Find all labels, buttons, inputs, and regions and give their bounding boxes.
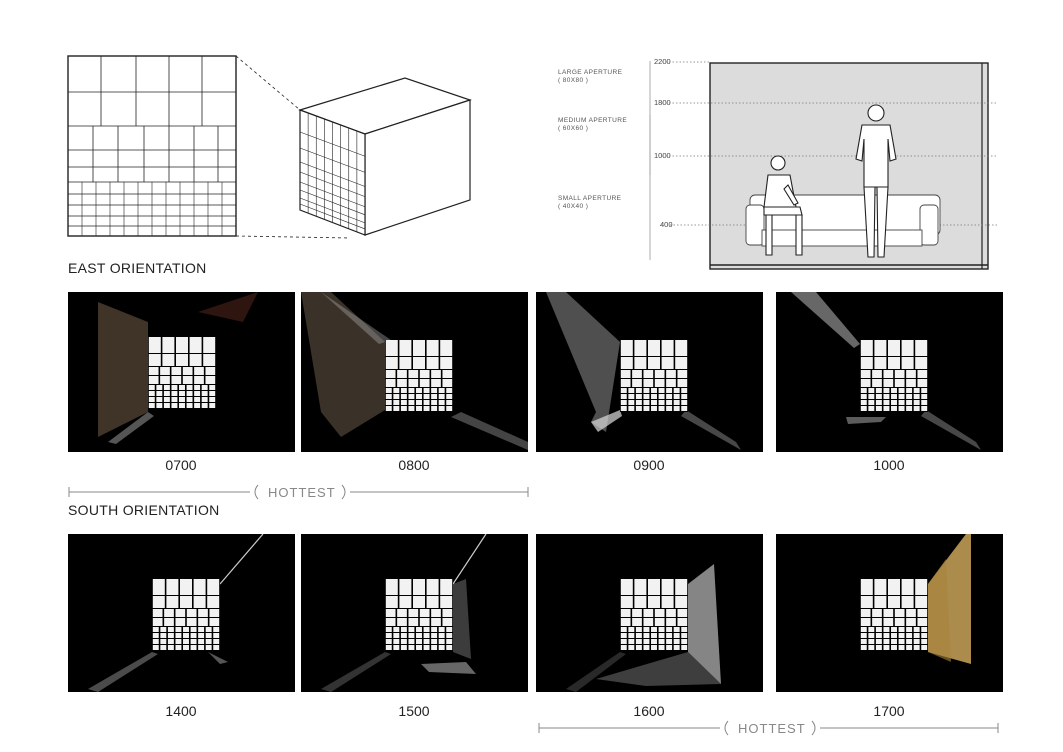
render-east-0800 [301, 292, 528, 452]
south-hottest-range [538, 720, 999, 736]
dimension-2200: 2200 [654, 57, 671, 66]
time-label-east-3: 0900 [633, 457, 665, 473]
south-orientation-title: SOUTH ORIENTATION [68, 502, 220, 518]
standing-person-figure [855, 104, 897, 258]
dimension-1000: 1000 [654, 151, 671, 160]
dimension-1800: 1800 [654, 98, 671, 107]
aperture-section-diagram: LARGE APERTURE( 80X80 ) MEDIUM APERTURE(… [550, 55, 1000, 275]
aperture-window [620, 340, 688, 412]
aperture-window [860, 340, 928, 412]
east-hottest-label: HOTTEST [268, 485, 336, 500]
dimension-400: 400 [660, 220, 673, 229]
isometric-cube [298, 77, 472, 236]
aperture-label-small: SMALL APERTURE( 40X40 ) [558, 195, 622, 210]
time-label-south-2: 1500 [398, 703, 430, 719]
aperture-window [620, 579, 688, 651]
render-south-1400 [68, 534, 295, 692]
render-east-1000 [776, 292, 1003, 452]
time-label-east-1: 0700 [165, 457, 197, 473]
render-east-0700 [68, 292, 295, 452]
render-south-1700 [776, 534, 1003, 692]
aperture-window [860, 579, 928, 651]
aperture-window [152, 579, 220, 651]
render-south-1500 [301, 534, 528, 692]
east-hottest-range [68, 484, 529, 500]
section-drawing [649, 61, 998, 270]
time-label-east-4: 1000 [873, 457, 905, 473]
time-label-south-3: 1600 [633, 703, 665, 719]
aperture-window [148, 337, 216, 409]
aperture-label-medium: MEDIUM APERTURE( 60X60 ) [558, 117, 628, 132]
time-label-south-1: 1400 [165, 703, 197, 719]
render-south-1600 [536, 534, 763, 692]
east-orientation-title: EAST ORIENTATION [68, 260, 207, 276]
time-label-east-2: 0800 [398, 457, 430, 473]
render-east-0900 [536, 292, 763, 452]
seated-person-figure [763, 155, 803, 256]
time-label-south-4: 1700 [873, 703, 905, 719]
aperture-label-large: LARGE APERTURE( 80X80 ) [558, 69, 623, 84]
facade-elevation-diagram [67, 55, 472, 239]
south-hottest-label: HOTTEST [738, 721, 806, 736]
aperture-window [385, 340, 453, 412]
aperture-window [385, 579, 453, 651]
